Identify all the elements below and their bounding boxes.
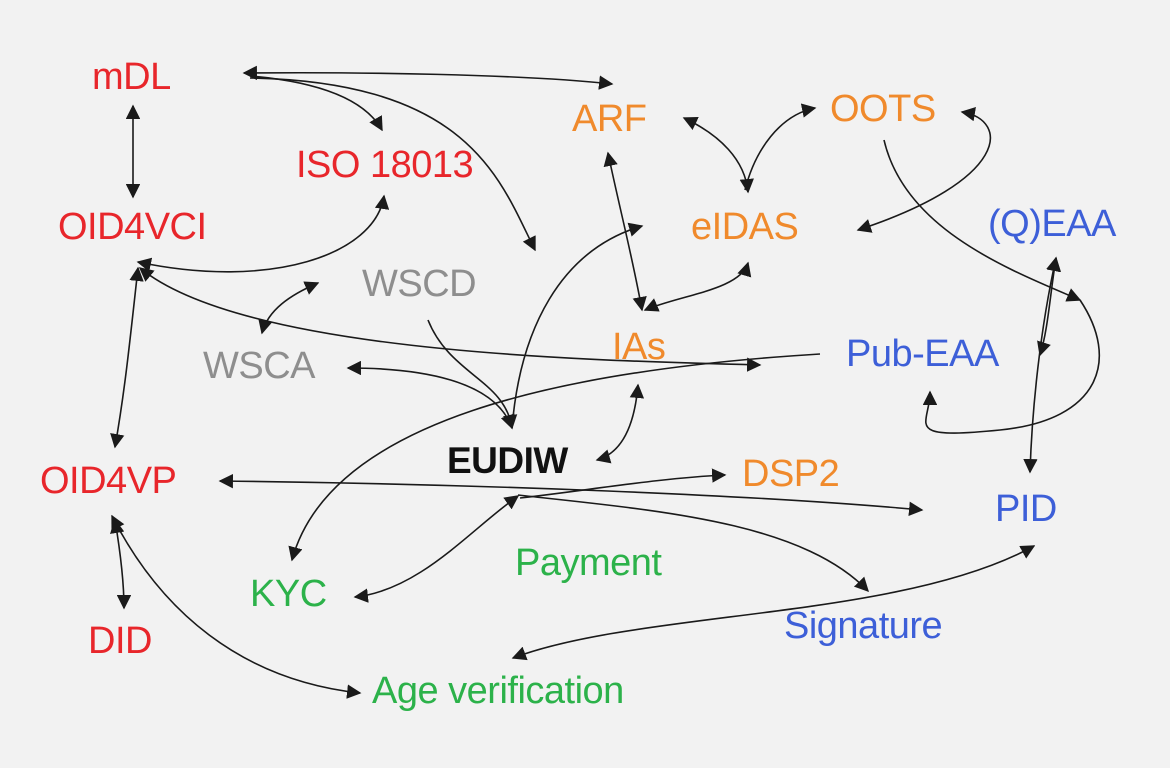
- edge-oid4vci-pid: [138, 267, 762, 372]
- node-age-verification: Age verification: [372, 670, 624, 712]
- node-mdl: mDL: [92, 56, 171, 98]
- node-eidas: eIDAS: [691, 206, 799, 248]
- edge-pid-age_verification: [511, 545, 1036, 661]
- node-arf: ARF: [572, 98, 647, 140]
- edge-eidas-ias: [643, 261, 752, 312]
- edge-oid4vp-pid: [218, 473, 924, 516]
- node-did: DID: [88, 620, 152, 662]
- node-oid4vp: OID4VP: [40, 460, 177, 502]
- node-kyc: KYC: [250, 573, 327, 615]
- edge-mdl-arf: [242, 65, 614, 90]
- edge-oid4vp-did: [110, 518, 132, 610]
- node-oid4vci: OID4VCI: [58, 206, 207, 248]
- edge-group: [110, 65, 1101, 699]
- node-signature: Signature: [784, 605, 943, 647]
- edge-oid4vp-age_verification: [111, 514, 362, 699]
- edge-wsca-eudiw: [346, 360, 515, 430]
- edge-qeaa-pid: [1023, 256, 1061, 474]
- edge-oid4vci-oid4vp: [110, 266, 144, 449]
- edge-arf-eidas: [682, 117, 754, 194]
- edge-eudiw-ias: [595, 383, 645, 464]
- edge-eidas-oots: [744, 103, 817, 191]
- edge-mdl-iso18013: [249, 75, 383, 132]
- edge-extra-0: [922, 299, 1101, 434]
- node-oots: OOTS: [830, 88, 936, 130]
- node-eudiw: EUDIW: [447, 440, 568, 481]
- edge-mdl-pub_eaa: [249, 77, 536, 252]
- node-ias: IAs: [612, 326, 666, 368]
- node-payment: Payment: [515, 542, 662, 584]
- node-pid: PID: [995, 488, 1057, 530]
- edge-eudiw-kyc: [353, 495, 520, 603]
- edge-wscd-wsca: [258, 281, 320, 335]
- edge-arf-ias: [603, 151, 647, 312]
- node-pub-eaa: Pub-EAA: [846, 333, 999, 375]
- node-wscd: WSCD: [362, 263, 477, 305]
- node-dsp2: DSP2: [742, 453, 840, 495]
- edge-eudiw-dsp2: [519, 468, 727, 499]
- node-qeaa: (Q)EAA: [988, 203, 1116, 245]
- node-iso18013: ISO 18013: [296, 144, 474, 186]
- node-wsca: WSCA: [203, 345, 316, 387]
- edge-oots-eidas: [856, 107, 992, 233]
- edge-pub_eaa-kyc: [288, 353, 821, 562]
